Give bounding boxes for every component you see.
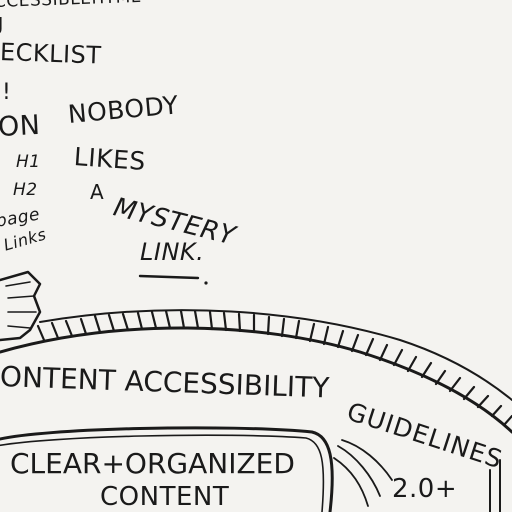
motion-lines (333, 439, 393, 507)
checklist-j-fragment: J (0, 14, 4, 35)
dome-outer-arc (39, 309, 512, 401)
h1-label: H1 (16, 152, 41, 172)
left-flag-shape (0, 270, 42, 342)
note-line-link: LINK. (140, 238, 205, 266)
exclamation-mark: ! (2, 80, 12, 105)
content-box-line1: CLEAR+ORGANIZED (10, 447, 295, 480)
h2-label: H2 (13, 180, 38, 200)
right-pillar (489, 459, 501, 512)
content-box-outline (0, 426, 334, 512)
guidelines-version: 2.0+ (392, 474, 458, 504)
link-underline (138, 274, 200, 280)
note-line-likes: LIKES (72, 142, 147, 176)
note-line-a: A (90, 180, 105, 204)
dome-hatching (36, 309, 512, 427)
on-fragment-text: ON (0, 109, 42, 143)
dome-inner-arc (0, 326, 512, 434)
content-box-line2: CONTENT (100, 482, 230, 512)
checklist-fragment-text: ECKLIST (0, 38, 102, 70)
